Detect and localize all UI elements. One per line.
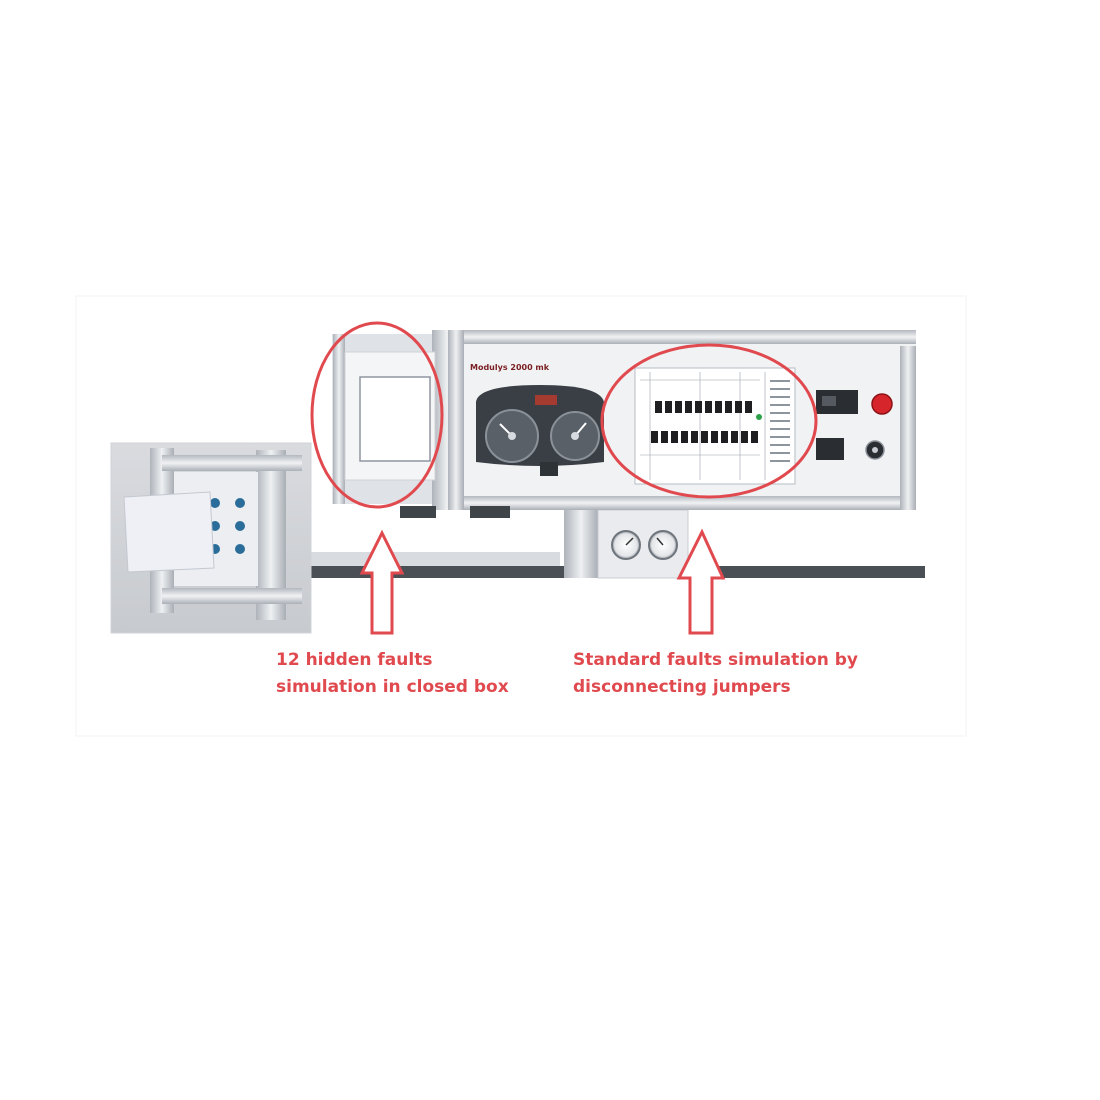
standard-faults-caption: Standard faults simulation by disconnect… [573,650,858,697]
photo-frame [75,295,967,737]
panel-brand-label: Modulys 2000 mk [470,363,550,372]
emergency-stop-icon [871,393,893,415]
hidden-faults-caption: 12 hidden faults simulation in closed bo… [276,650,509,697]
up-arrow-icon [359,529,405,635]
key-switch-icon [865,440,885,460]
closed-fault-box [332,330,462,510]
inset-box-lid [123,491,215,573]
center-post [564,498,689,579]
jumpers-highlight [600,343,818,499]
pressure-gauge-icon [611,530,641,560]
inset-open-box-photo [110,442,312,634]
dashboard-cluster [476,385,604,476]
connector-sockets [816,390,858,460]
up-arrow-icon [676,528,726,635]
speedometer-icon [485,409,539,463]
fault-switch-icon [210,498,245,554]
tachometer-icon [550,411,600,461]
closed-box-cover-icon [359,376,431,462]
hidden-faults-highlight [310,321,444,509]
pressure-gauge-icon [648,530,678,560]
jumper-board [634,367,796,485]
instrument-panel: Modulys 2000 mk [400,330,916,518]
